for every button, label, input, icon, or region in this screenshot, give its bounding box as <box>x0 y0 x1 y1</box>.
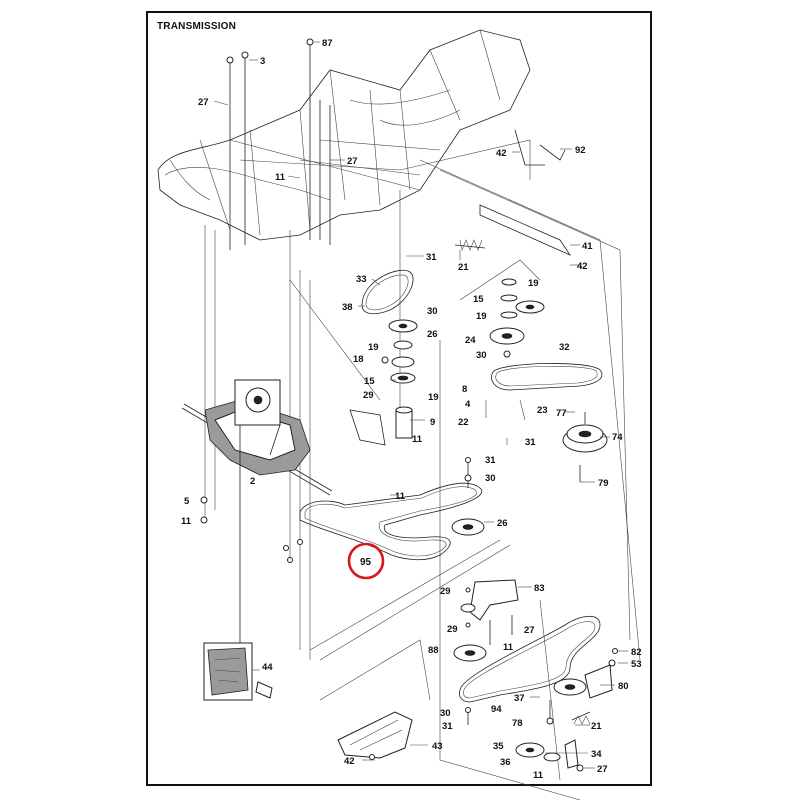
belt-95 <box>299 482 483 561</box>
callout-95-highlighted: 95 <box>360 557 372 568</box>
callout-26: 26 <box>497 518 508 529</box>
callout-23: 23 <box>537 405 548 416</box>
callout-34: 34 <box>591 749 602 760</box>
callout-37: 37 <box>514 693 525 704</box>
callout-31: 31 <box>426 252 437 263</box>
belt-32 <box>491 363 603 391</box>
transaxle-assembly <box>181 379 333 680</box>
callout-82: 82 <box>631 647 642 658</box>
callout-21: 21 <box>458 262 469 273</box>
callout-30: 30 <box>476 350 487 361</box>
callout-21: 21 <box>591 721 602 732</box>
diagram-title: TRANSMISSION <box>157 21 237 32</box>
callout-79: 79 <box>598 478 609 489</box>
callout-87: 87 <box>322 38 333 49</box>
upper-hardware <box>226 38 572 256</box>
callout-74: 74 <box>612 432 623 443</box>
callout-22: 22 <box>458 417 469 428</box>
callout-11: 11 <box>275 172 286 183</box>
callout-labels: 87 3 27 27 11 42 92 41 42 31 21 33 38 30… <box>181 38 642 781</box>
callout-88: 88 <box>428 645 439 656</box>
callout-leaders <box>213 41 628 769</box>
callout-30: 30 <box>427 306 438 317</box>
callout-9: 9 <box>430 417 435 428</box>
callout-42: 42 <box>496 148 507 159</box>
callout-94: 94 <box>491 704 502 715</box>
callout-27: 27 <box>198 97 209 108</box>
callout-36: 36 <box>500 757 511 768</box>
callout-2: 2 <box>250 476 255 487</box>
callout-30: 30 <box>485 473 496 484</box>
callout-42: 42 <box>344 756 355 767</box>
callout-30: 30 <box>440 708 451 719</box>
callout-43: 43 <box>432 741 443 752</box>
callout-77: 77 <box>556 408 567 419</box>
cover-43 <box>337 707 471 760</box>
callout-19: 19 <box>528 278 539 289</box>
callout-27: 27 <box>597 764 608 775</box>
callout-31: 31 <box>442 721 453 732</box>
callout-92: 92 <box>575 145 586 156</box>
pulley-26-lower <box>451 457 485 536</box>
callout-29: 29 <box>447 624 458 635</box>
callout-53: 53 <box>631 659 642 670</box>
callout-80: 80 <box>618 681 629 692</box>
callout-4: 4 <box>465 399 471 410</box>
callout-38: 38 <box>342 302 353 313</box>
callout-8: 8 <box>462 384 467 395</box>
callout-27: 27 <box>524 625 535 636</box>
callout-31: 31 <box>525 437 536 448</box>
callout-19: 19 <box>476 311 487 322</box>
inset-gearbox <box>203 642 273 701</box>
callout-18: 18 <box>353 354 364 365</box>
belt-94 <box>459 615 601 703</box>
highlight-circle <box>347 542 385 580</box>
callout-5: 5 <box>184 496 190 507</box>
callout-32: 32 <box>559 342 570 353</box>
chassis-frame <box>157 29 531 241</box>
lower-pulleys <box>515 648 618 772</box>
callout-3: 3 <box>260 56 265 67</box>
callout-11: 11 <box>503 642 514 653</box>
callout-11: 11 <box>412 434 423 445</box>
upper-pulley-stack <box>349 270 418 446</box>
callout-42: 42 <box>577 261 588 272</box>
pulley-74 <box>562 412 608 482</box>
callout-15: 15 <box>473 294 484 305</box>
callout-29: 29 <box>440 586 451 597</box>
callout-35: 35 <box>493 741 504 752</box>
callout-11: 11 <box>395 491 406 502</box>
callout-26: 26 <box>427 329 438 340</box>
callout-41: 41 <box>582 241 593 252</box>
callout-15: 15 <box>364 376 375 387</box>
callout-78: 78 <box>512 718 523 729</box>
callout-19: 19 <box>368 342 379 353</box>
callout-31: 31 <box>485 455 496 466</box>
callout-11: 11 <box>533 770 544 781</box>
callout-33: 33 <box>356 274 367 285</box>
bracket-83 <box>453 579 519 662</box>
callout-27: 27 <box>347 156 358 167</box>
callout-44: 44 <box>262 662 273 673</box>
callout-19: 19 <box>428 392 439 403</box>
callout-24: 24 <box>465 335 476 346</box>
idler-stack <box>489 278 545 358</box>
callout-83: 83 <box>534 583 545 594</box>
callout-11: 11 <box>181 516 192 527</box>
callout-29: 29 <box>363 390 374 401</box>
